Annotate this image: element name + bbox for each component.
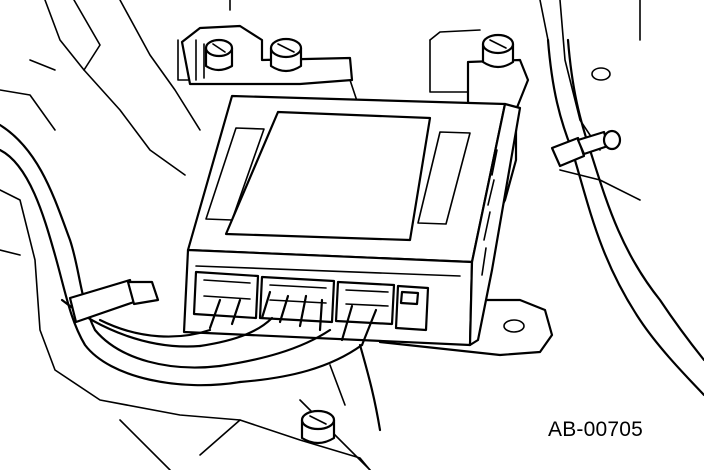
module-label <box>224 110 432 242</box>
bolt-3 <box>481 33 515 69</box>
right-harness <box>546 38 704 397</box>
wiring-harness <box>0 123 378 387</box>
bracket-hole-upper <box>591 67 611 81</box>
small-connector <box>394 284 430 332</box>
connector-right <box>334 280 396 326</box>
module-slot-right <box>417 131 471 225</box>
bolt-1 <box>204 38 234 72</box>
right-clip <box>550 129 622 168</box>
figure-code: AB-00705 <box>548 418 644 441</box>
connector-middle <box>258 275 336 324</box>
bolt-4 <box>300 409 336 445</box>
body-panel-lines <box>0 0 641 470</box>
bracket-hole <box>503 319 525 333</box>
module-slot-left <box>205 127 265 221</box>
lower-harness <box>329 343 382 432</box>
bolt-2 <box>269 37 303 73</box>
harness-clip <box>68 278 160 324</box>
connector-left <box>192 270 260 320</box>
